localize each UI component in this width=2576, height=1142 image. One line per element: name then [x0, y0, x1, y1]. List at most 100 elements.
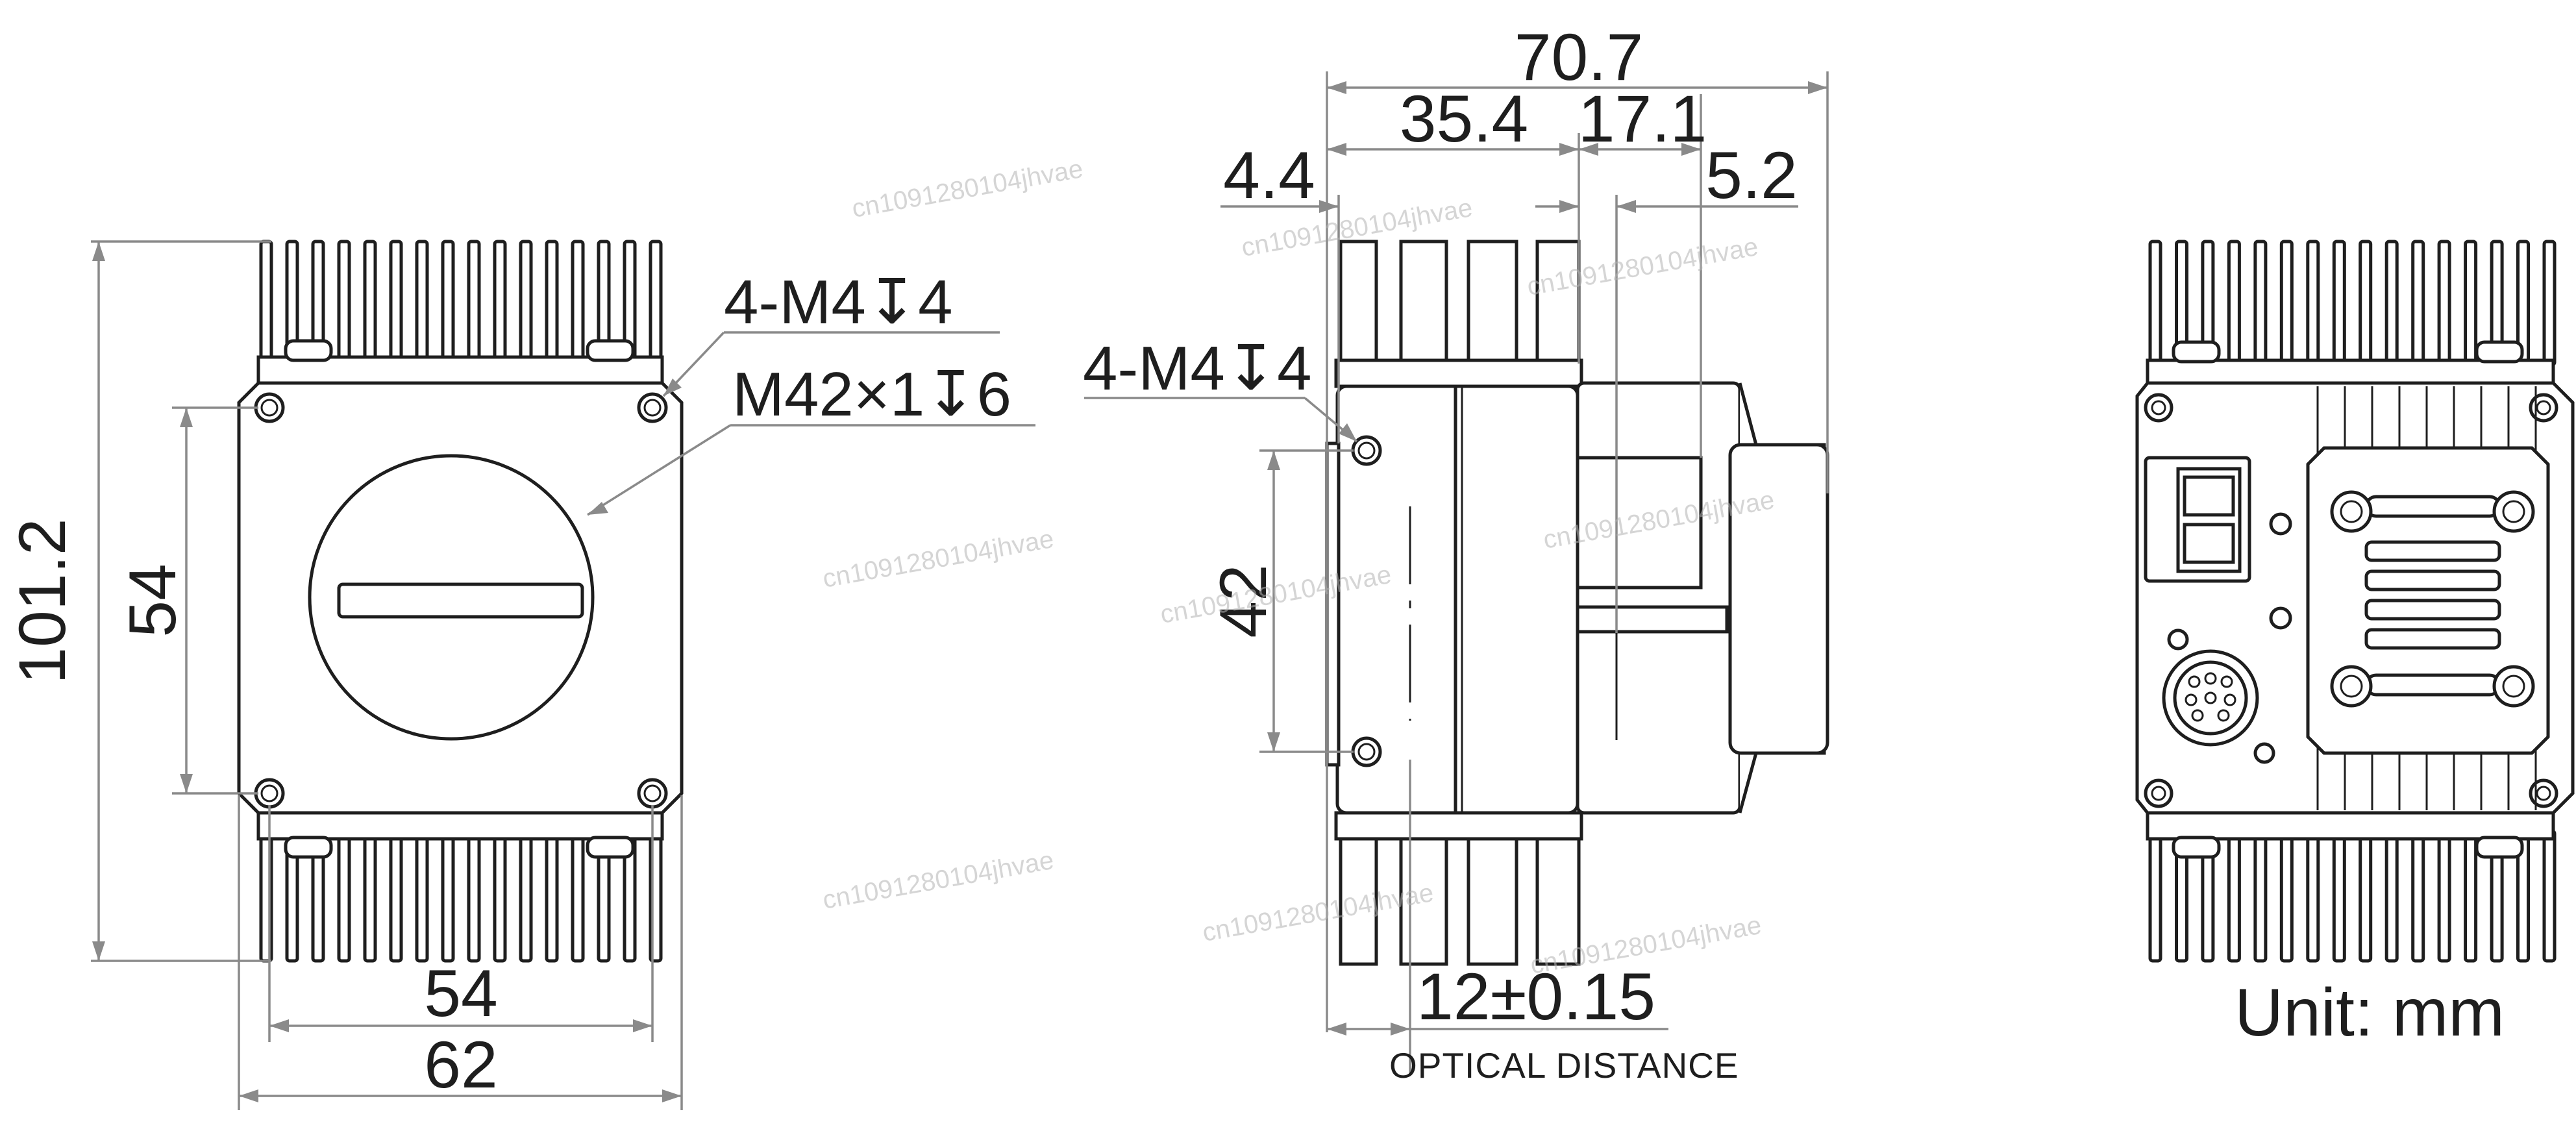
dim-side-length-rear: 5.2 [1615, 138, 1798, 633]
heatsink-fin [363, 240, 377, 367]
heatsink-fin [545, 240, 559, 367]
heatsink-fin [2411, 240, 2425, 367]
rear-heatsink-fins-top [2148, 240, 2557, 367]
rear-corner-hole-bl [2144, 778, 2174, 808]
watermark: cn1091280104jhvae [850, 155, 1085, 223]
heatsink-fin [2464, 829, 2478, 963]
heatsink-fin [2384, 829, 2399, 963]
heatsink-fin [493, 829, 507, 963]
label-length-rear: 5.2 [1705, 138, 1798, 212]
rear-io-connector [2162, 649, 2259, 747]
heatsink-fin [467, 240, 481, 367]
rear-vent-slot-3 [2364, 569, 2501, 591]
rear-heatsink-fins-bottom [2148, 829, 2557, 963]
heatsink-fin [2437, 829, 2451, 963]
side-connector-stub [1576, 605, 1729, 634]
heatsink-fin [2148, 829, 2162, 963]
rear-screw-small [2269, 606, 2292, 630]
rear-tab-top-left [2172, 340, 2221, 364]
heatsink-fin [519, 240, 533, 367]
heatsink-fin [467, 829, 481, 963]
label-hole-spacing-horizontal: 54 [424, 956, 497, 1030]
heatsink-fin [545, 829, 559, 963]
rear-corner-hole-br [2529, 778, 2558, 808]
heatsink-fin [2306, 829, 2320, 963]
side-lens-flange [1325, 441, 1341, 767]
label-length-overall: 70.7 [1515, 20, 1644, 94]
dim-side-length-overall: 70.7 [1326, 20, 1829, 1032]
heatsink-fin [2332, 240, 2346, 367]
side-fin-base-top [1334, 358, 1583, 388]
heatsink-fin [2253, 829, 2268, 963]
rear-ground-screw-bottom [2253, 742, 2275, 764]
front-fin-base-bottom [256, 811, 664, 841]
side-fins-bottom [1339, 836, 1581, 966]
heatsink-fin [389, 829, 403, 963]
heatsink-fin [389, 240, 403, 367]
callout-side-mount-holes: 4-M4↧4 [1083, 334, 1358, 443]
heatsink-fin [2359, 240, 2373, 367]
rear-screw-tl [2330, 490, 2373, 533]
heatsink-fin [571, 240, 585, 367]
rear-screw-br [2492, 665, 2535, 708]
dim-front-hole-spacing-horizontal: 54 [268, 805, 654, 1042]
front-mount-hole-tr [637, 392, 668, 423]
label-front-offset: 4.4 [1223, 138, 1315, 212]
heatsink-fin [2279, 829, 2294, 963]
heatsink-fin [2542, 240, 2557, 367]
rear-vent-slot-6 [2364, 673, 2501, 697]
heatsink-fin [2542, 829, 2557, 963]
heatsink-fin [2148, 240, 2162, 367]
label-width-overall: 62 [424, 1028, 497, 1102]
side-fins-top [1339, 240, 1581, 366]
dim-front-height-overall: 101.2 [5, 240, 271, 962]
label-hole-spacing-vertical: 54 [116, 564, 190, 637]
dim-side-length-body: 35.4 [1327, 82, 1580, 364]
heatsink-fin [363, 829, 377, 963]
label-lens-mount: M42×1↧6 [732, 360, 1011, 429]
rear-view: Unit: mm [2135, 240, 2575, 1050]
rear-corner-hole-tl [2144, 393, 2174, 423]
front-tab-top-left [284, 339, 333, 362]
watermark: cn1091280104jhvae [821, 525, 1056, 593]
heatsink-fin [571, 829, 585, 963]
rear-vent-slot-5 [2364, 628, 2501, 650]
label-optical-distance: OPTICAL DISTANCE [1389, 1045, 1739, 1086]
heatsink-fin [2253, 240, 2268, 367]
heatsink-fin [2227, 829, 2241, 963]
heatsink-fin [2464, 240, 2478, 367]
rear-tab-bottom-right [2475, 836, 2524, 859]
rear-vent-slot-2 [2364, 540, 2501, 562]
side-rear-cap [1728, 443, 1829, 755]
label-length-mid: 17.1 [1578, 82, 1707, 156]
front-tab-bottom-right [586, 836, 635, 859]
rear-corner-hole-tr [2529, 393, 2558, 423]
label-side-mount-holes: 4-M4↧4 [1083, 334, 1312, 403]
callout-front-mount-holes: 4-M4↧4 [662, 267, 1000, 397]
heatsink-fin [2227, 240, 2241, 367]
side-rear-housing [1576, 381, 1742, 815]
heatsink-fin [337, 240, 351, 367]
heatsink-fin [649, 240, 663, 367]
rear-vent-slot-4 [2364, 599, 2501, 621]
heatsink-fin [2437, 240, 2451, 367]
label-optical-distance-value: 12±0.15 [1417, 960, 1655, 1034]
heatsink-fin [2384, 240, 2399, 367]
front-tab-bottom-left [284, 836, 333, 859]
rear-ground-screw-top [2167, 628, 2189, 651]
dim-side-optical-distance: 12±0.15 OPTICAL DISTANCE [1327, 760, 1739, 1086]
heatsink-fin [493, 240, 507, 367]
dim-front-hole-spacing-vertical: 54 [116, 406, 258, 795]
front-tab-top-right [586, 339, 635, 362]
heatsink-fin [259, 240, 273, 367]
heatsink-fin [519, 829, 533, 963]
label-side-hole-spacing: 42 [1206, 564, 1280, 638]
rear-fin-base-bottom [2146, 811, 2555, 841]
heatsink-fin [415, 829, 429, 963]
heatsink-fin [337, 829, 351, 963]
dim-front-width-overall: 62 [238, 795, 683, 1110]
heatsink-fin [2306, 240, 2320, 367]
heatsink-fin [415, 240, 429, 367]
dim-side-length-mid: 17.1 [1578, 82, 1707, 458]
